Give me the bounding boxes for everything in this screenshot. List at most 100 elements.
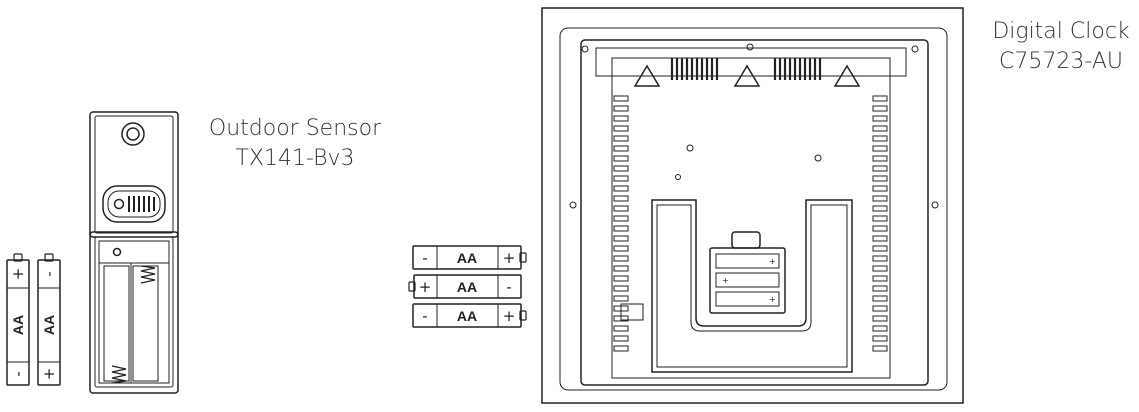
clock-vent-slot (872, 175, 888, 182)
clock-battery-1-right-sign: + (503, 249, 516, 267)
clock-battery-2-right-sign: - (506, 278, 511, 296)
clock-caption-model: C75723-AU (999, 49, 1123, 74)
clock-vent-slot (872, 105, 888, 112)
clock-vent-slot (872, 255, 888, 262)
compartment-mark-2: + (722, 276, 729, 285)
clock-battery-1 (412, 245, 527, 270)
clock-side-vents-right (872, 95, 888, 352)
clock-vent-slot (613, 255, 629, 262)
clock-vent-slot (613, 105, 629, 112)
clock-battery-compartment (709, 247, 786, 314)
sensor-battery-slot-2 (132, 265, 159, 382)
clock-vent-slot (872, 285, 888, 292)
clock-battery-slot-1 (715, 253, 780, 269)
clock-vent-slot (872, 125, 888, 132)
clock-vent-slot (613, 145, 629, 152)
sensor-latch-inner (107, 190, 161, 218)
clock-vent-slot (613, 235, 629, 242)
clock-vent-slot (613, 185, 629, 192)
clock-vent-slot (613, 125, 629, 132)
sensor-battery-2 (37, 253, 61, 386)
sensor-latch-ridges (128, 196, 155, 212)
clock-vent-slot (872, 135, 888, 142)
clock-warning-triangle-right-icon (833, 64, 861, 87)
clock-vent-slot (872, 245, 888, 252)
sensor-caption-model: TX141-Bv3 (235, 146, 355, 171)
clock-vent-slot (613, 245, 629, 252)
clock-battery-3 (412, 303, 527, 328)
compartment-mark-1: + (769, 257, 776, 266)
clock-vent-slot (872, 335, 888, 342)
compartment-mark-3: + (769, 295, 776, 304)
clock-battery-door-tab (731, 231, 761, 249)
clock-vent-slot (872, 295, 888, 302)
sensor-housing-inner (94, 115, 174, 234)
clock-vent-slot (613, 275, 629, 282)
sensor-caption: Outdoor Sensor TX141-Bv3 (196, 114, 394, 174)
sensor-caption-title: Outdoor Sensor (208, 116, 382, 141)
clock-vent-slot (613, 225, 629, 232)
clock-outer-frame (541, 7, 964, 404)
sensor-housing-bottom (89, 231, 179, 394)
clock-small-label (620, 303, 644, 321)
sensor-battery-1-top-sign: + (9, 268, 27, 281)
clock-screw-ml-icon (686, 144, 694, 152)
clock-battery-slot-3 (715, 291, 780, 307)
clock-vent-slot (613, 165, 629, 172)
clock-vent-slot (872, 205, 888, 212)
clock-vent-slot (613, 115, 629, 122)
clock-vent-slot (613, 325, 629, 332)
clock-vent-slot (872, 345, 888, 352)
sensor-battery-slot-1 (103, 265, 130, 382)
sensor-spring-bottom-icon (111, 365, 127, 384)
clock-vent-slot (613, 175, 629, 182)
clock-screw-small-icon (675, 174, 681, 180)
sensor-reset-button-icon (112, 247, 122, 257)
clock-battery-2-label: AA (457, 279, 477, 295)
clock-vent-slot (613, 285, 629, 292)
sensor-battery-2-bottom-sign: + (40, 368, 58, 381)
clock-vent-slot (872, 185, 888, 192)
clock-vent-slot (872, 215, 888, 222)
clock-vent-slot (872, 235, 888, 242)
clock-battery-slot-2 (715, 272, 780, 288)
sensor-spring-top-icon (140, 265, 156, 284)
clock-vent-slot (872, 305, 888, 312)
sensor-latch (102, 185, 166, 223)
clock-vent-slot (613, 215, 629, 222)
clock-screw-left-icon (569, 201, 577, 209)
clock-vent-slot (613, 295, 629, 302)
outdoor-sensor-illustration (89, 111, 179, 394)
clock-vent-slot (872, 315, 888, 322)
clock-vent-slot (613, 95, 629, 102)
clock-vent-slot (872, 225, 888, 232)
clock-warning-triangle-left-icon (633, 64, 661, 87)
clock-vent-slot (872, 165, 888, 172)
clock-warning-triangle-mid-icon (733, 64, 761, 87)
clock-screw-tr-icon (911, 45, 919, 53)
clock-screw-mr-icon (814, 154, 822, 162)
clock-vent-slot (613, 265, 629, 272)
sensor-housing-top (89, 111, 179, 238)
clock-vent-slot (613, 195, 629, 202)
clock-vent-slot (872, 95, 888, 102)
clock-vent-grille-left (670, 58, 719, 80)
digital-clock-illustration (541, 7, 964, 404)
clock-screw-tl-icon (581, 45, 589, 53)
clock-top-strip (595, 47, 907, 77)
clock-stand-inner (656, 204, 848, 368)
clock-caption-title: Digital Clock (992, 19, 1130, 44)
clock-vent-slot (613, 155, 629, 162)
clock-caption: Digital Clock C75723-AU (976, 17, 1139, 77)
sensor-mount-hole-icon (121, 122, 145, 146)
clock-back-panel (580, 39, 929, 386)
sensor-battery-1-label: AA (10, 315, 26, 335)
clock-vent-slot (872, 145, 888, 152)
clock-vent-slot (613, 205, 629, 212)
clock-vent-slot (613, 135, 629, 142)
clock-bezel (559, 27, 948, 391)
clock-vent-slot (613, 335, 629, 342)
sensor-battery-1-bottom-sign: - (9, 371, 27, 376)
clock-vent-slot (872, 265, 888, 272)
